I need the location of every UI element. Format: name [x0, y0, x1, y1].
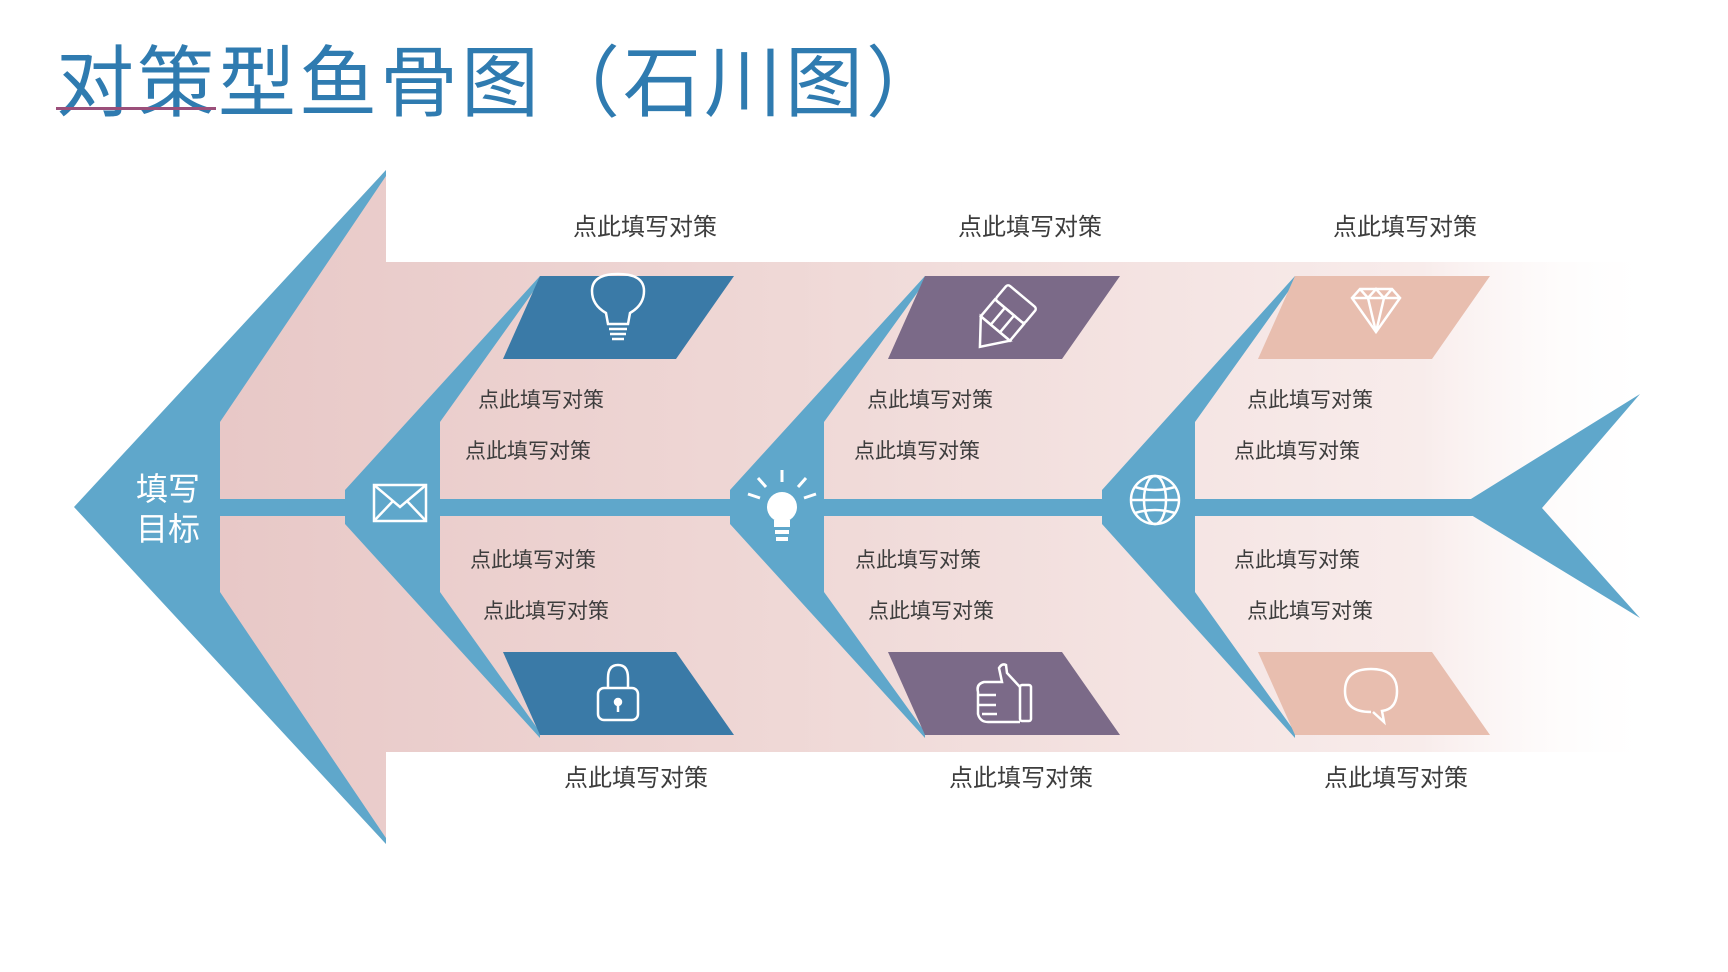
section-1-top-item: 点此填写对策 — [465, 439, 591, 463]
thumbs-up-icon — [976, 663, 1033, 724]
section-2-top-item: 点此填写对策 — [867, 388, 993, 412]
panel-bottom-2 — [888, 652, 1120, 735]
head-label-line-1: 填写 — [136, 470, 200, 508]
section-1-top-item: 点此填写对策 — [478, 388, 604, 412]
section-3-top-item: 点此填写对策 — [1247, 388, 1373, 412]
section-1-bottom-item: 点此填写对策 — [470, 548, 596, 572]
section-3-top-caption: 点此填写对策 — [1333, 213, 1477, 241]
panel-bottom-3 — [1258, 652, 1490, 735]
section-1-bottom-caption: 点此填写对策 — [564, 764, 708, 792]
section-3-bottom-caption: 点此填写对策 — [1324, 764, 1468, 792]
lock-icon — [596, 663, 640, 722]
section-2-bottom-caption: 点此填写对策 — [949, 764, 1093, 792]
panel-top-2 — [888, 276, 1120, 359]
pencil-icon — [978, 284, 1037, 349]
panel-top-1 — [503, 276, 734, 359]
panel-bottom-1 — [503, 652, 734, 735]
section-3-bottom-item: 点此填写对策 — [1247, 599, 1373, 623]
panel-top-3 — [1258, 276, 1490, 359]
section-2-bottom-item: 点此填写对策 — [868, 599, 994, 623]
speech-bubble-icon — [1343, 667, 1399, 726]
section-2-top-caption: 点此填写对策 — [958, 213, 1102, 241]
section-1-top-caption: 点此填写对策 — [573, 213, 717, 241]
bone-3 — [1102, 276, 1295, 738]
section-2-bottom-item: 点此填写对策 — [855, 548, 981, 572]
idea-bulb-icon — [747, 470, 817, 541]
envelope-icon — [372, 483, 428, 523]
section-3-bottom-item: 点此填写对策 — [1234, 548, 1360, 572]
lightbulb-icon — [590, 272, 646, 341]
page-title: 对策型鱼骨图（石川图） — [56, 39, 948, 129]
fish-head — [74, 170, 386, 844]
head-label-line-2: 目标 — [136, 510, 200, 548]
title-underline — [56, 107, 216, 110]
globe-icon — [1129, 474, 1181, 526]
section-1-bottom-item: 点此填写对策 — [483, 599, 609, 623]
section-3-top-item: 点此填写对策 — [1234, 439, 1360, 463]
section-2-top-item: 点此填写对策 — [854, 439, 980, 463]
bone-1 — [345, 276, 540, 738]
diamond-icon — [1350, 287, 1402, 335]
